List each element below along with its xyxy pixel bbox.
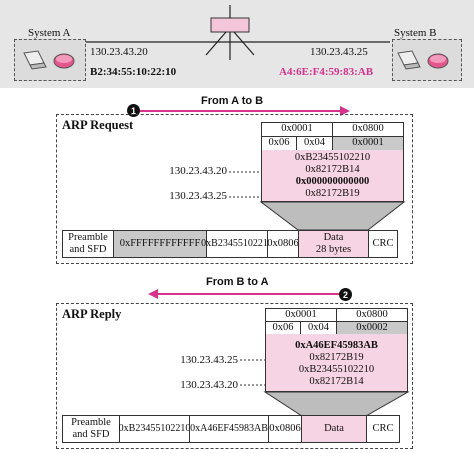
request-step-number: 1 (127, 104, 140, 117)
reply-frame-crc: CRC (366, 415, 400, 443)
request-sender-ip-label: 130.23.43.20 (169, 165, 227, 177)
request-title: ARP Request (62, 118, 134, 132)
request-target-mac: 0x000000000000 (295, 176, 370, 187)
reply-sender-ip: 0x82172B19 (309, 352, 364, 363)
reply-frame-type: 0x0806 (268, 415, 302, 443)
request-frame-type: 0x0806 (267, 230, 299, 258)
request-target-ip-label: 130.23.43.25 (169, 190, 227, 202)
system-a-ip: 130.23.43.20 (90, 46, 148, 58)
system-a-mac: B2:34:55:10:22:10 (90, 66, 177, 78)
system-a-name: System A (28, 27, 71, 39)
request-direction-label: From A to B (201, 95, 264, 107)
request-frame-box (56, 114, 413, 264)
reply-sender-mac: 0xA46EF45983AB (295, 340, 378, 351)
reply-arp-body: 0xA46EF45983AB 0x82172B19 0xB23455102210… (265, 334, 408, 392)
request-frame-preamble: Preamble and SFD (62, 230, 114, 258)
system-b-mac: A4:6E:F4:59:83:AB (279, 66, 374, 78)
request-arrow (134, 106, 350, 116)
request-frame-data: Data 28 bytes (298, 230, 369, 258)
request-frame-src: 0xB23455102210 (201, 230, 273, 258)
system-b-name: System B (394, 27, 437, 39)
reply-target-ip: 0x82172B14 (309, 376, 364, 387)
reply-title: ARP Reply (62, 307, 122, 321)
reply-step-number: 2 (339, 288, 352, 301)
reply-target-ip-label: 130.23.43.20 (180, 379, 238, 391)
system-a-computer-icon (23, 50, 75, 70)
network-lines (86, 5, 390, 60)
request-frame-data-size: 28 bytes (315, 244, 352, 255)
reply-target-mac: 0xB23455102210 (298, 364, 375, 375)
reply-arrow (148, 289, 342, 299)
request-frame-crc: CRC (368, 230, 398, 258)
reply-frame-dest: 0xB23455102210 (119, 415, 190, 443)
reply-frame-data: Data (301, 415, 367, 443)
reply-frame-preamble: Preamble and SFD (62, 415, 120, 443)
reply-frame-src: 0xA46EF45983AB (189, 415, 269, 443)
request-sender-ip: 0x82172B14 (305, 164, 360, 175)
request-arp-body: 0xB23455102210 0x82172B14 0x000000000000… (261, 150, 404, 202)
request-frame-data-label: Data (323, 231, 344, 243)
request-frame-dest: 0xFFFFFFFFFFFF (113, 230, 207, 258)
reply-frame-box (56, 303, 413, 449)
reply-sender-ip-label: 130.23.43.25 (180, 354, 238, 366)
system-b-computer-icon (397, 50, 449, 70)
system-b-ip: 130.23.43.25 (310, 46, 368, 58)
reply-direction-label: From B to A (206, 276, 269, 288)
request-sender-mac: 0xB23455102210 (294, 152, 371, 163)
request-target-ip: 0x82172B19 (305, 188, 360, 199)
